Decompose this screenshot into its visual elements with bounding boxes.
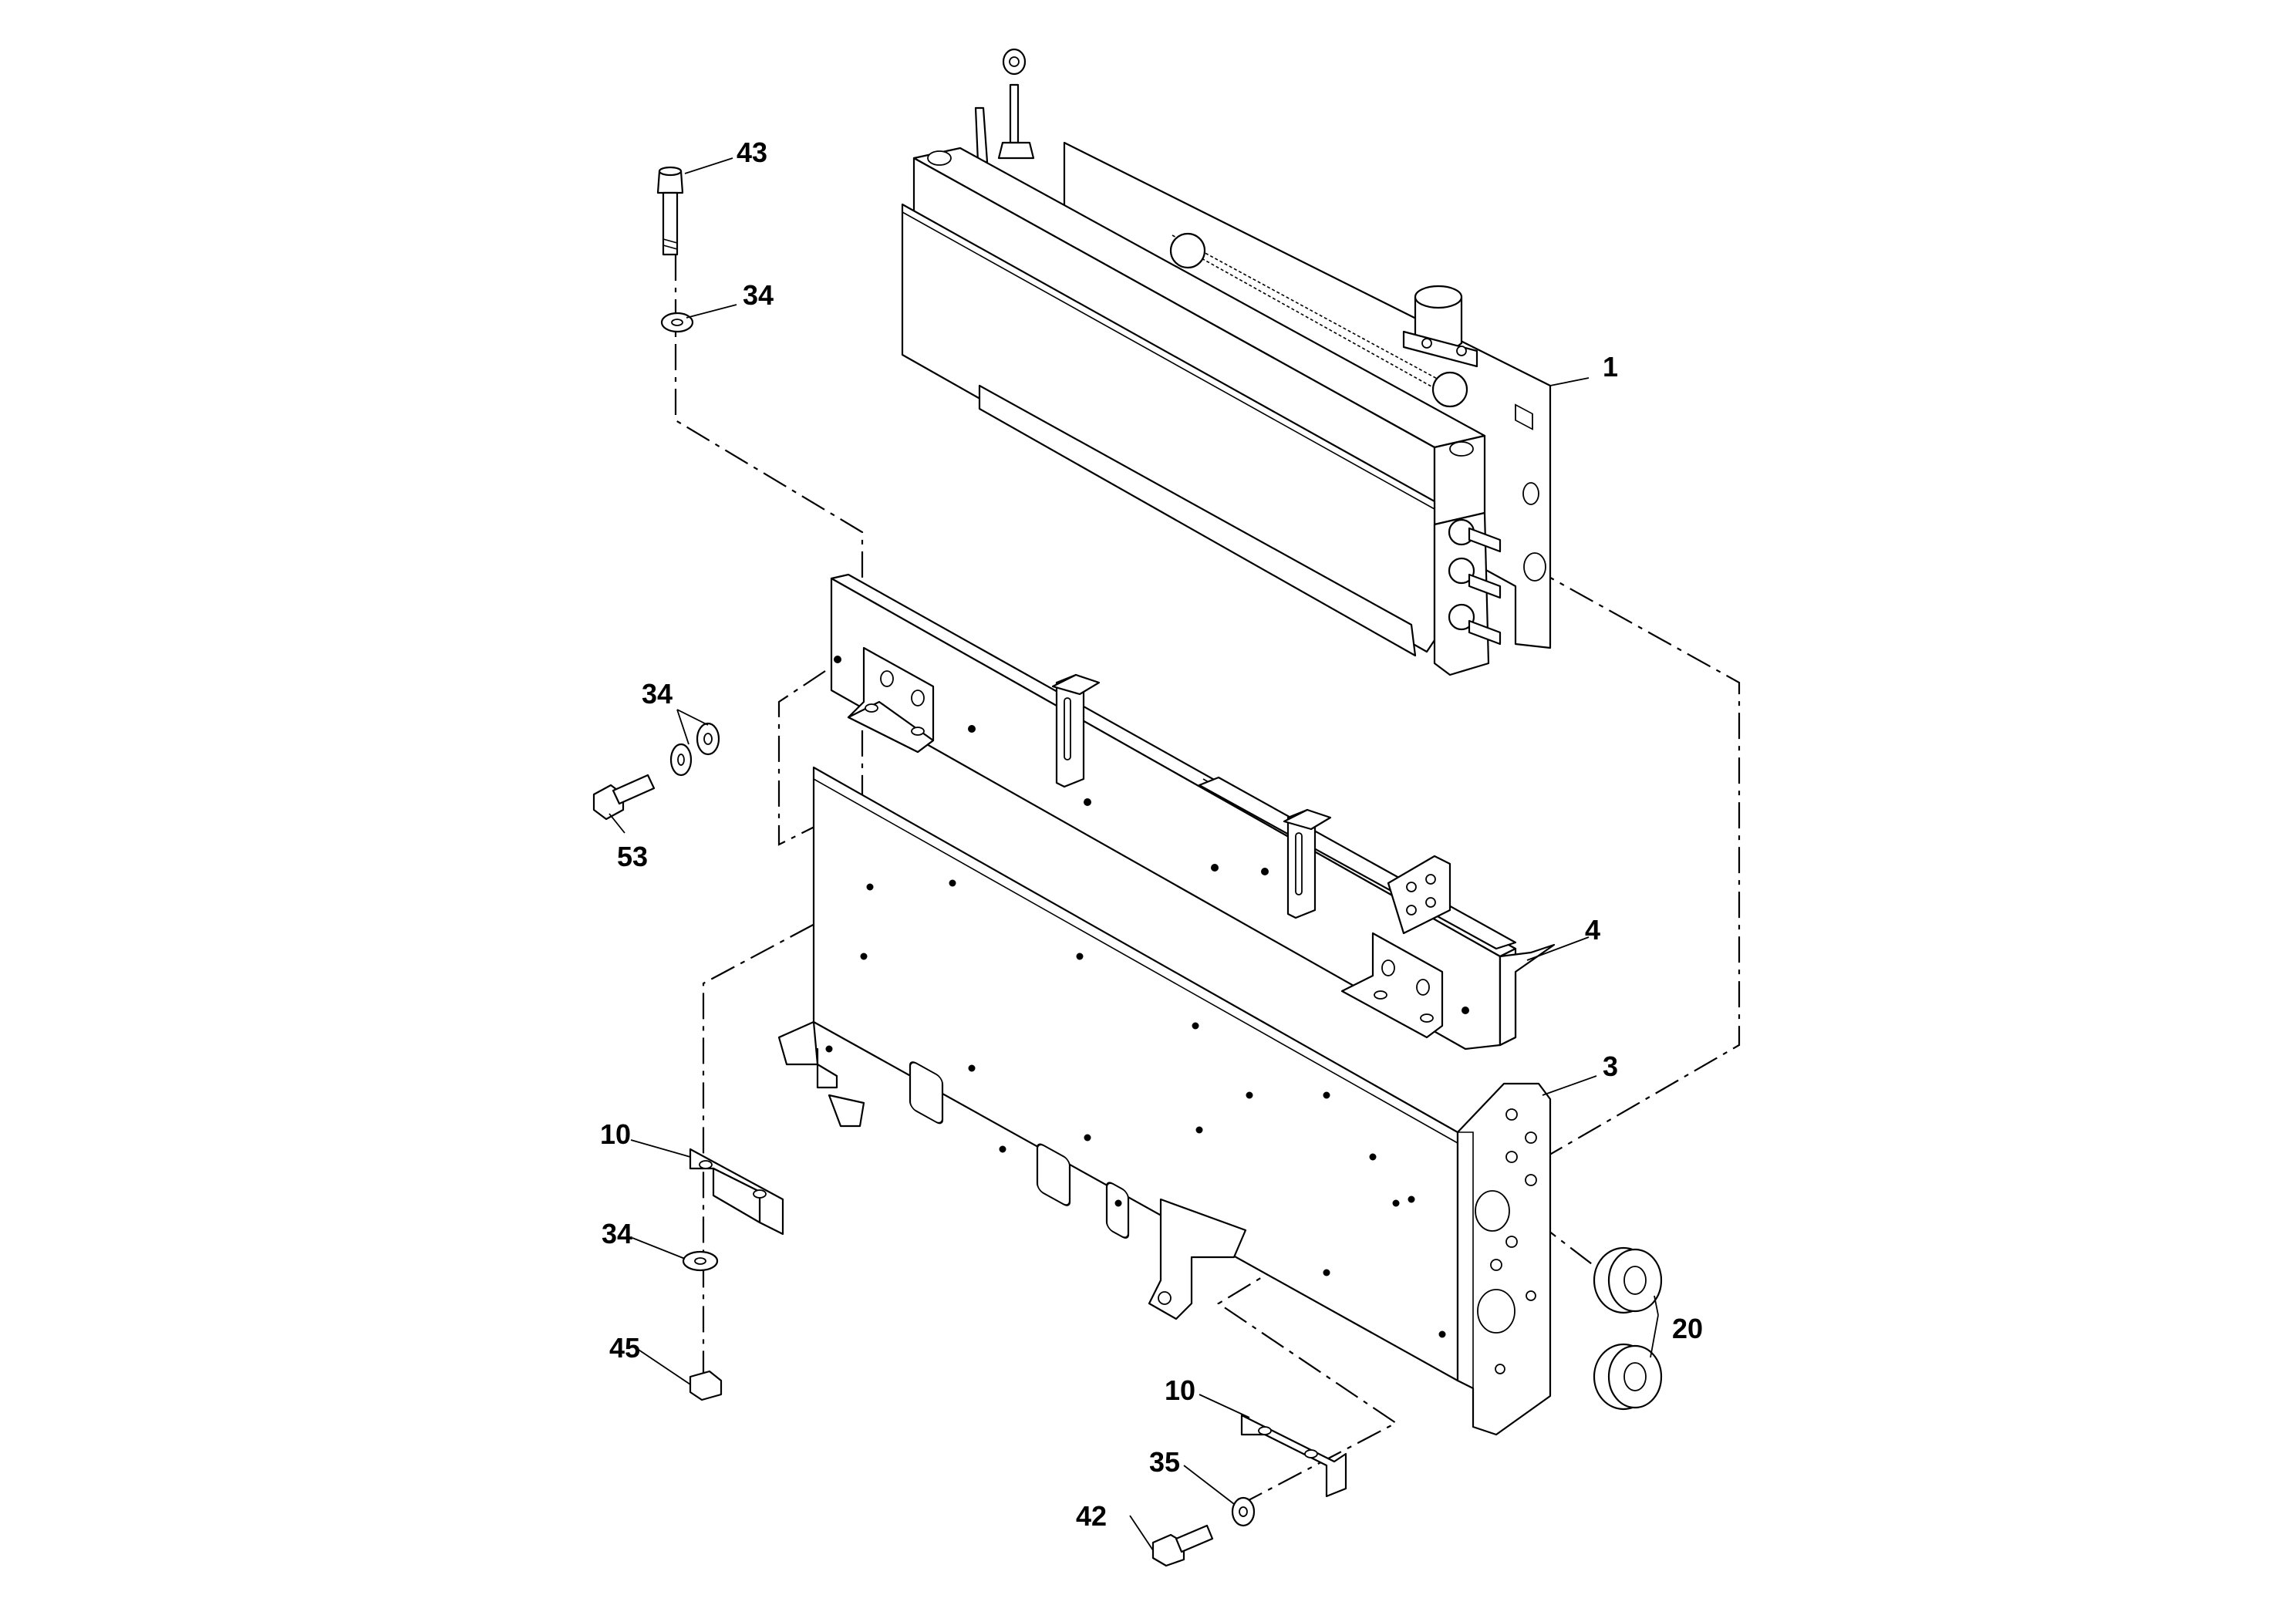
callout-43: 43: [737, 137, 767, 168]
connector-2: [1448, 557, 1475, 585]
upper-channel: [830, 573, 1556, 1050]
motor-top: [1414, 285, 1463, 309]
sprocket-right: [1431, 371, 1468, 408]
callout-20: 20: [1672, 1313, 1703, 1344]
hardware: [592, 166, 1663, 1567]
washer-34-left-b: [696, 722, 720, 756]
frame-window-2: [1036, 1143, 1071, 1206]
callout-10-left: 10: [600, 1118, 631, 1150]
washer-34-top: [660, 312, 694, 333]
frame-bottom-tab: [1148, 1198, 1247, 1320]
roller-20-top: [1593, 1246, 1663, 1314]
assembly-line-right: [1491, 566, 1741, 1277]
callout-34-left: 34: [642, 678, 673, 710]
roller-20-bottom: [1593, 1343, 1663, 1411]
channel-holes: [834, 656, 1469, 1014]
washer-34-bottom: [682, 1250, 719, 1272]
callout-34-top: 34: [743, 279, 774, 311]
lever-arm: [974, 106, 989, 164]
frame-tab-left: [828, 1094, 865, 1128]
housing-cover: [901, 203, 1436, 653]
bolt-42: [1151, 1524, 1214, 1567]
washer-34-left-a: [669, 743, 693, 777]
main-frame: [777, 766, 1552, 1436]
callout-3: 3: [1603, 1050, 1618, 1082]
angle-bracket-right: [1340, 932, 1444, 1039]
housing-bottom-lip: [978, 384, 1417, 657]
channel-web: [830, 577, 1502, 1050]
frame-bottom-flange: [777, 1020, 819, 1066]
connector-3: [1448, 603, 1475, 631]
angle-bracket-vertical: [1387, 855, 1451, 935]
frame-end-plate: [1456, 1082, 1552, 1436]
spring-rod: [1009, 83, 1020, 144]
door-operator: [901, 48, 1552, 676]
bolt-53: [592, 774, 656, 821]
callout-53: 53: [617, 841, 648, 872]
bolt-43: [656, 166, 684, 256]
callout-34-bottom: 34: [602, 1218, 632, 1249]
callout-35: 35: [1149, 1446, 1180, 1478]
callout-42: 42: [1076, 1500, 1107, 1532]
nut-45: [689, 1370, 723, 1401]
channel-end-lip: [1499, 943, 1556, 1047]
callout-45: 45: [609, 1332, 640, 1364]
frame-rivet-holes: [825, 879, 1446, 1338]
frame-foot-left: [816, 1047, 838, 1089]
drive-chain: [1172, 234, 1451, 386]
bracket-10-left: [689, 1148, 784, 1236]
callout-4: 4: [1585, 914, 1600, 946]
callout-1: 1: [1603, 351, 1618, 383]
frame-window-3: [1105, 1182, 1130, 1239]
bracket-10-bottom: [1240, 1414, 1347, 1498]
leader-lines: [609, 157, 1659, 1551]
assembly-line-left: [674, 255, 864, 1388]
callout-labels: 1 3 4 43 34 34 53 10 34 45 10 35 42 20: [600, 137, 1703, 1532]
callout-10-bottom: 10: [1165, 1374, 1195, 1406]
sprocket-left: [1169, 232, 1206, 269]
washer-35: [1231, 1496, 1256, 1527]
frame-window-1: [909, 1061, 944, 1125]
assembly-line-bolt: [777, 670, 826, 846]
